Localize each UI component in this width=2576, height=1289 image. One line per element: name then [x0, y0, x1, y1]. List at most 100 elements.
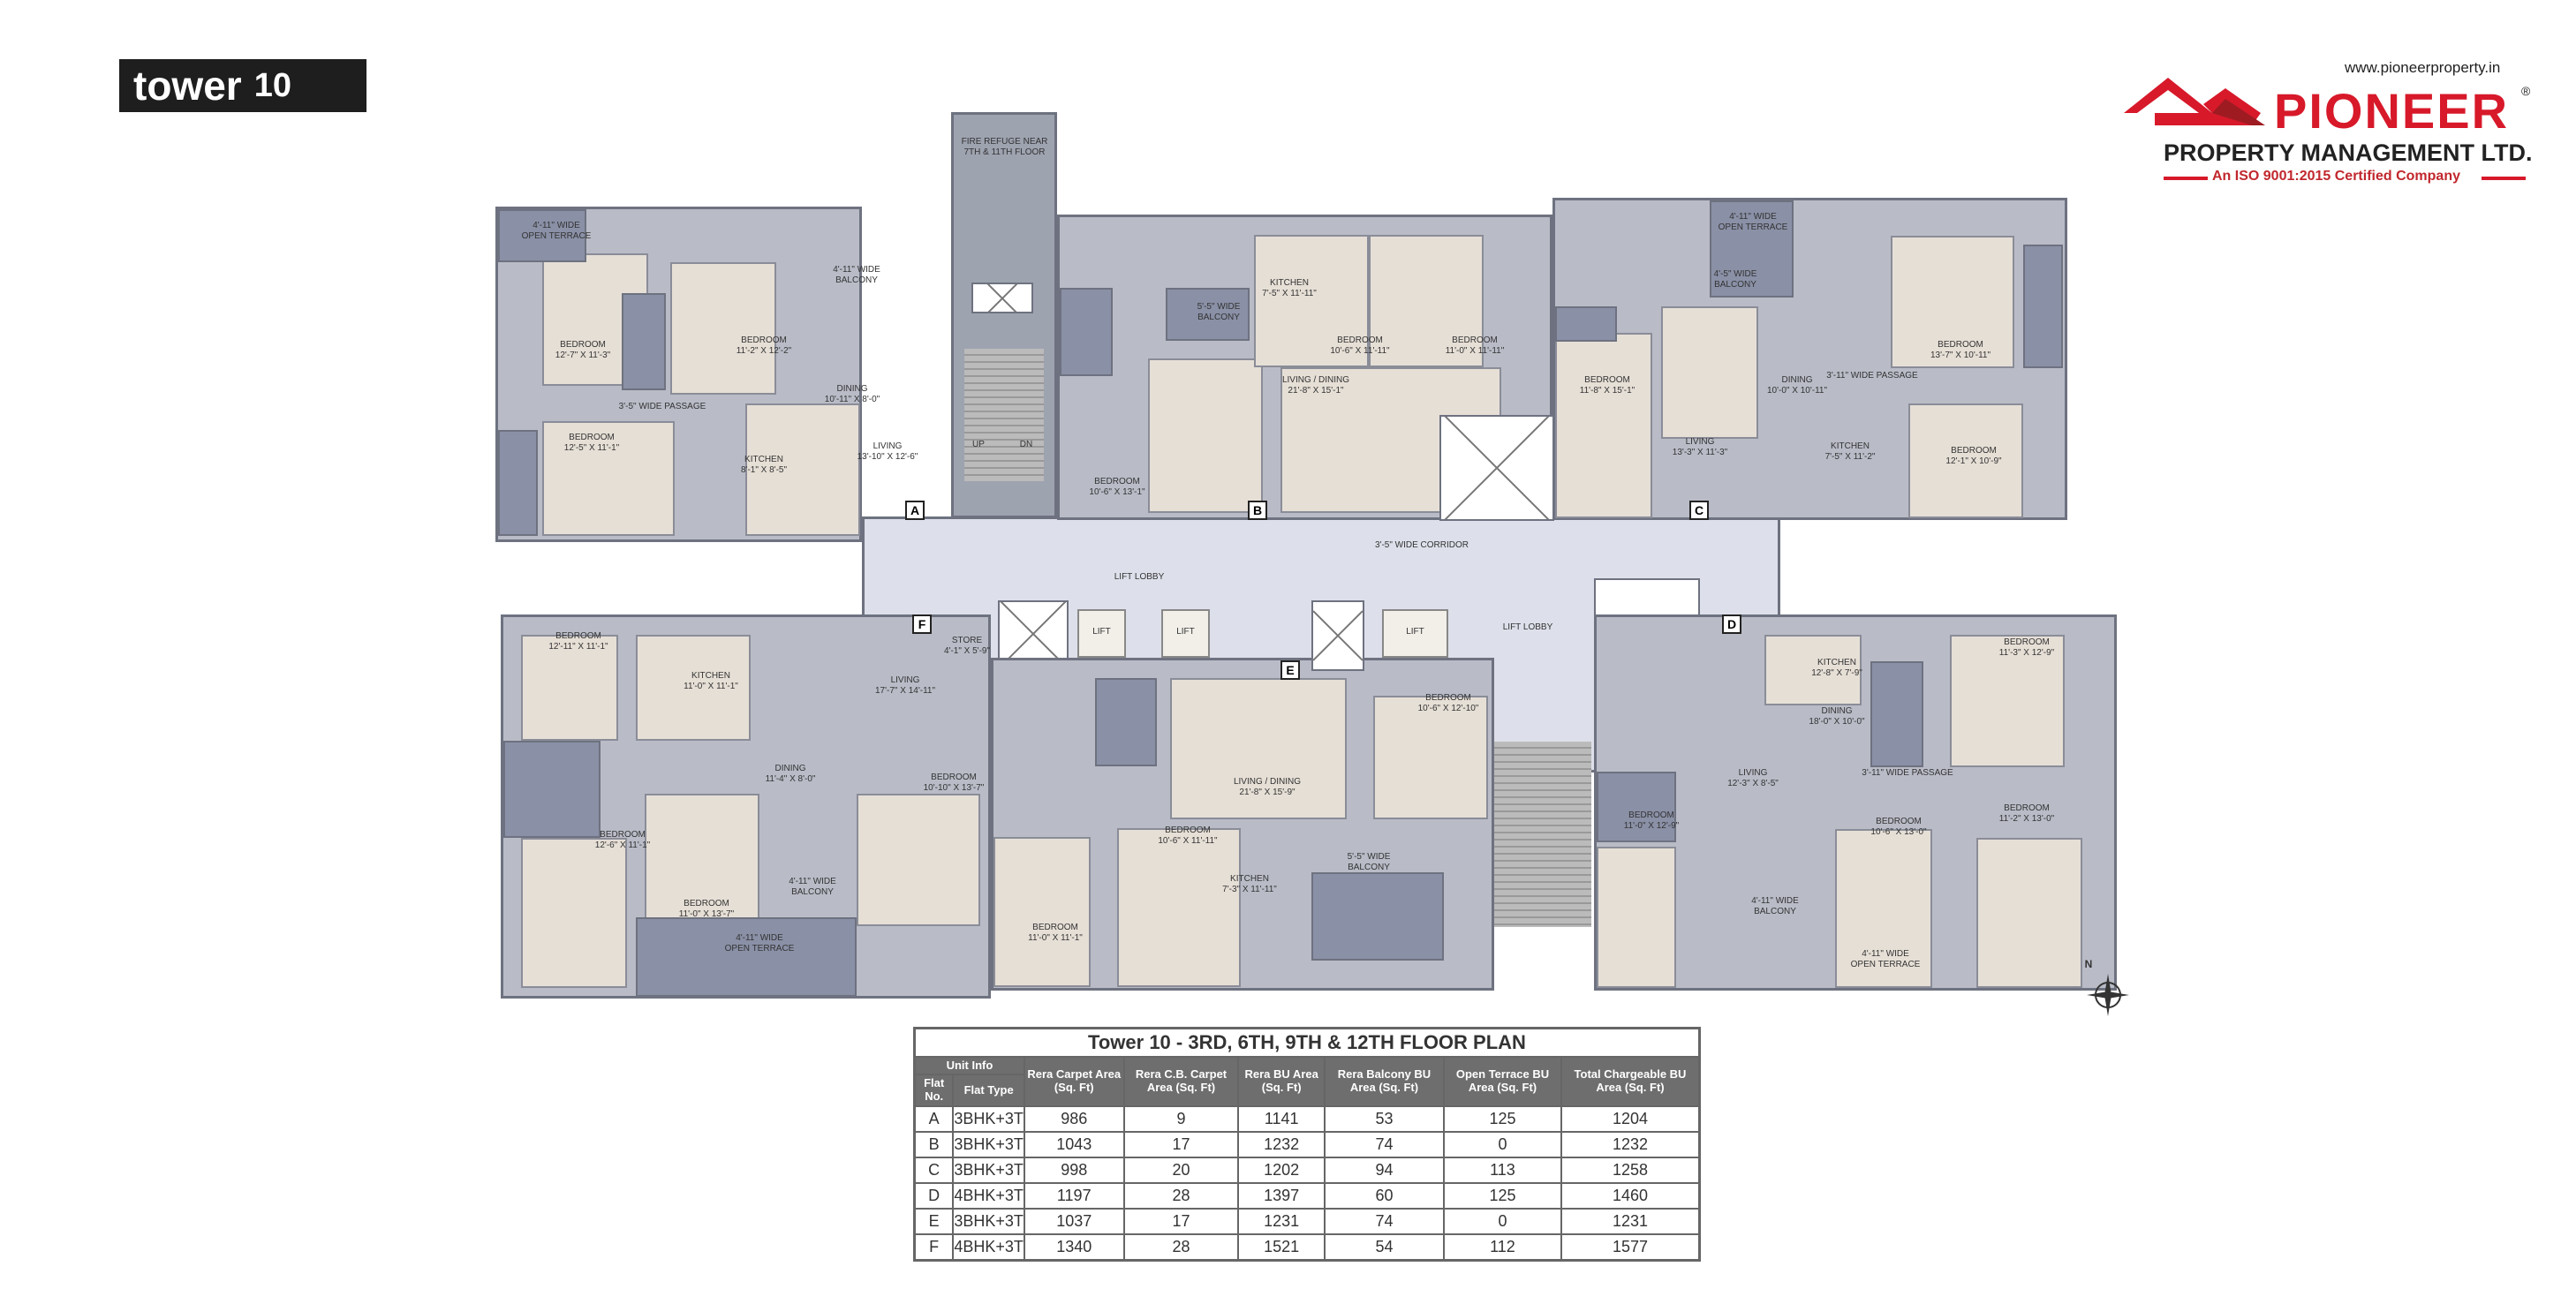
table-cell: 113: [1442, 1157, 1562, 1185]
staircase: [1494, 742, 1591, 927]
table-cell: 986: [1023, 1105, 1125, 1134]
room-label: BEDROOM 12'-11" X 11'-1": [548, 631, 608, 652]
room-label: BEDROOM 11'-0" X 12'-9": [1623, 810, 1680, 831]
table-cell: 17: [1122, 1131, 1240, 1159]
room-label: 4'-11" WIDE OPEN TERRACE: [521, 221, 592, 241]
room-label: BEDROOM 11'-3" X 12'-9": [1998, 637, 2055, 658]
table-cell: 1037: [1023, 1208, 1125, 1236]
table-cell: 1202: [1237, 1157, 1326, 1185]
table-cell: 54: [1323, 1233, 1445, 1262]
unit-c-marker: C: [1689, 501, 1709, 520]
shaft-void: [1439, 415, 1554, 521]
table-cell: 1460: [1560, 1182, 1701, 1210]
table-cell: 1232: [1560, 1131, 1701, 1159]
table-cell: 1258: [1560, 1157, 1701, 1185]
tower-title-badge: tower 10: [119, 59, 366, 112]
website-url: www.pioneerproperty.in: [2345, 59, 2501, 76]
table-cell: 1577: [1560, 1233, 1701, 1262]
table-cell: 20: [1122, 1157, 1240, 1185]
unit-info-header: Unit Info: [913, 1055, 1025, 1076]
room-label: BEDROOM 11'-2" X 13'-0": [1998, 803, 2055, 824]
lift-lobby-label: LIFT LOBBY: [1502, 622, 1553, 632]
lift-label: LIFT: [1176, 627, 1195, 637]
col-header: Rera BU Area (Sq. Ft): [1237, 1055, 1326, 1108]
unit-a-marker: A: [905, 501, 925, 520]
room-label: DINING 11'-4" X 8'-0": [765, 764, 816, 784]
lift-car: LIFT: [1161, 609, 1210, 658]
table-title: Tower 10 - 3RD, 6TH, 9TH & 12TH FLOOR PL…: [913, 1027, 1701, 1058]
unit-e-marker: E: [1280, 660, 1300, 680]
room-label: 3'-11" WIDE PASSAGE: [1826, 371, 1918, 381]
col-header: Rera Balcony BU Area (Sq. Ft): [1323, 1055, 1445, 1108]
pioneer-logo: www.pioneerproperty.in PIONEER ® PROPERT…: [2119, 49, 2561, 190]
room-label: KITCHEN 11'-0" X 11'-1": [684, 671, 738, 691]
room-label: LIVING 13'-3" X 11'-3": [1672, 437, 1728, 457]
table-cell: 1043: [1023, 1131, 1125, 1159]
room-label: LIVING 17'-7" X 14'-11": [875, 675, 935, 696]
table-cell: 94: [1323, 1157, 1445, 1185]
unit-a[interactable]: [495, 207, 862, 542]
table-cell: 1204: [1560, 1105, 1701, 1134]
table-cell: 3BHK+3T: [952, 1157, 1025, 1185]
room-label: BEDROOM 12'-6" X 11'-1": [594, 830, 651, 850]
table-cell: F: [913, 1233, 955, 1262]
room-label: BEDROOM 11'-2" X 12'-2": [736, 335, 792, 356]
table-cell: 1231: [1237, 1208, 1326, 1236]
room-label: LIVING 12'-3" X 8'-5": [1727, 768, 1779, 788]
staircase: [964, 349, 1044, 481]
table-cell: 74: [1323, 1131, 1445, 1159]
room-label: BEDROOM 10'-6" X 11'-11": [1158, 825, 1218, 846]
table-cell: 1521: [1237, 1233, 1326, 1262]
table-cell: 28: [1122, 1233, 1240, 1262]
room-label: LIVING / DINING 21'-8" X 15'-1": [1281, 375, 1350, 396]
table-cell: 9: [1122, 1105, 1240, 1134]
corridor-label: 3'-5" WIDE CORRIDOR: [1374, 540, 1469, 550]
tower-word: tower: [133, 63, 242, 109]
table-cell: C: [913, 1157, 955, 1185]
unit-d[interactable]: [1594, 614, 2117, 991]
lift-label: LIFT: [1406, 627, 1424, 637]
room-label: BEDROOM 10'-6" X 13'-1": [1089, 477, 1145, 497]
registered-mark: ®: [2521, 84, 2531, 98]
room-label: 3'-11" WIDE PASSAGE: [1862, 768, 1953, 778]
room-label: BEDROOM 11'-0" X 13'-7": [678, 899, 735, 919]
col-header: Rera C.B. Carpet Area (Sq. Ft): [1122, 1055, 1240, 1108]
table-cell: E: [913, 1208, 955, 1236]
room-label: LIVING 13'-10" X 12'-6": [857, 441, 918, 462]
unit-c[interactable]: [1552, 198, 2067, 520]
table-cell: 1197: [1023, 1182, 1125, 1210]
room-label: BEDROOM 11'-0" X 11'-1": [1028, 923, 1083, 943]
table-cell: A: [913, 1105, 955, 1134]
lift-label: LIFT: [1092, 627, 1111, 637]
house-roof-logo-icon: [2124, 78, 2265, 125]
table-cell: 53: [1323, 1105, 1445, 1134]
table-cell: 74: [1323, 1208, 1445, 1236]
room-label: 4'-11" WIDE OPEN TERRACE: [724, 933, 795, 954]
unit-b-marker: B: [1248, 501, 1267, 520]
unit-e[interactable]: [991, 658, 1494, 991]
room-label: 4'-11" WIDE OPEN TERRACE: [1850, 949, 1921, 969]
shaft-void: [1311, 600, 1364, 671]
col-header: Rera Carpet Area (Sq. Ft): [1023, 1055, 1125, 1108]
lift-car: LIFT: [1382, 609, 1448, 658]
table-cell: 28: [1122, 1182, 1240, 1210]
table-cell: 1340: [1023, 1233, 1125, 1262]
tagline-rule-right: [2482, 177, 2526, 180]
brand-name: PIONEER: [2274, 83, 2510, 139]
store-label: STORE 4'-1" X 5'-9": [943, 636, 991, 656]
unit-f[interactable]: [501, 614, 991, 999]
tagline-rule-left: [2164, 177, 2208, 180]
table-cell: 4BHK+3T: [952, 1182, 1025, 1210]
north-compass-icon: N: [2080, 958, 2133, 1020]
room-label: BEDROOM 12'-7" X 11'-3": [555, 340, 611, 360]
shaft-void: [998, 600, 1069, 667]
table-cell: 3BHK+3T: [952, 1131, 1025, 1159]
table-cell: B: [913, 1131, 955, 1159]
col-header: Open Terrace BU Area (Sq. Ft): [1442, 1055, 1562, 1108]
room-label: 4'-11" WIDE BALCONY: [1751, 896, 1799, 916]
room-label: 5'-5" WIDE BALCONY: [1197, 302, 1241, 322]
unit-b[interactable]: [1057, 215, 1552, 520]
